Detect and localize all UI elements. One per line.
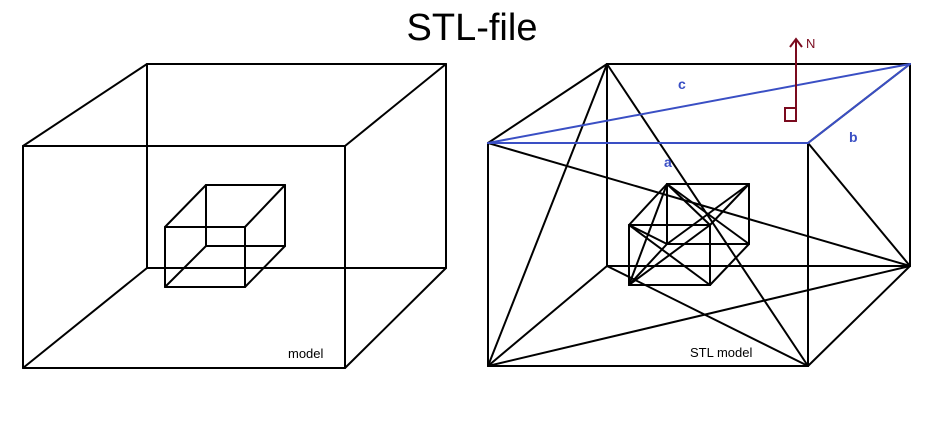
edge-label-c: c [678,76,686,92]
left-inner-edge-11 [164,245,207,288]
edge-label-a: a [664,154,672,170]
normal-vector-arrow [784,37,803,122]
left-model-label: model [288,346,324,361]
right-inner-edge-10 [709,243,750,286]
left-outer-edge-8 [22,63,148,147]
right-outer-diagonal-0 [487,142,911,267]
triangle-edge-1 [807,63,911,144]
normal-vector-label: N [806,36,815,51]
left-inner-edge-9 [244,184,286,228]
right-inner-diagonal-3 [666,183,750,245]
right-outer-diagonal-5 [606,265,809,367]
stl-model-label: STL model [690,345,752,360]
right-inner-edge-11 [628,243,668,286]
left-inner-edge-10 [244,245,286,288]
highlighted-triangle [487,63,911,144]
left-outer-edge-9 [344,63,447,147]
normal-base-square [784,107,797,122]
right-outer-diagonal-4 [487,265,911,367]
right-outer-diagonal-1 [487,63,608,367]
normal-arrowhead [789,37,803,48]
left-outer-edge-11 [22,267,148,369]
left-inner-edge-8 [164,184,207,228]
right-outer-edge-8 [487,63,608,144]
right-outer-edge-11 [487,265,608,367]
right-inner-diagonal-6 [628,183,668,286]
right-inner-diagonal-4 [666,183,711,226]
stl-model-wireframe [487,63,911,367]
triangle-edge-2 [487,63,911,144]
right-outer-diagonal-2 [807,142,911,267]
right-outer-edge-10 [807,265,911,367]
right-inner-diagonal-1 [628,224,711,286]
right-inner-edge-8 [628,183,668,226]
left-model-wireframe [22,63,447,369]
edge-label-b: b [849,129,858,145]
diagram-title: STL-file [407,7,538,49]
left-outer-edge-10 [344,267,447,369]
right-inner-edge-9 [709,183,750,226]
